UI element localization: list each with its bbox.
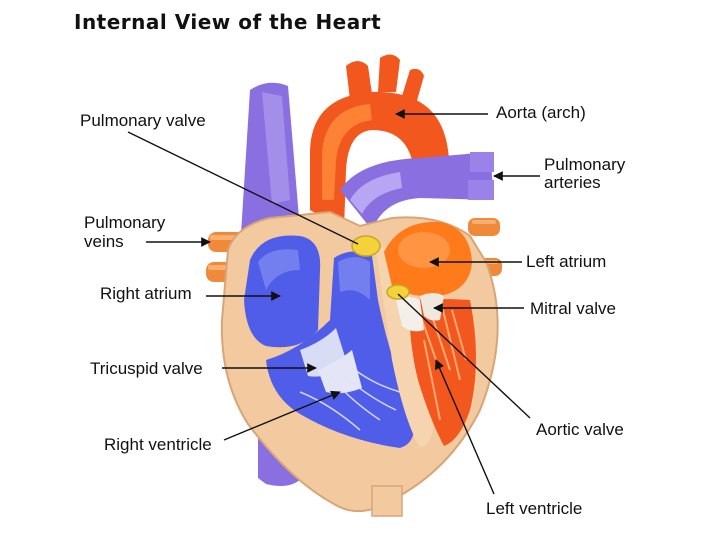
aortic-valve-shape	[386, 284, 410, 300]
label-left-atrium: Left atrium	[526, 252, 607, 271]
pulmonary-artery-branches	[340, 152, 494, 230]
label-aortic-valve: Aortic valve	[536, 420, 624, 439]
label-pulmonary-veins-1: Pulmonary	[84, 213, 166, 232]
label-pulmonary-arteries-2: arteries	[544, 173, 601, 192]
label-pulmonary-arteries-1: Pulmonary	[544, 155, 626, 174]
pulmonary-valve-pointer	[127, 131, 359, 245]
label-right-ventricle: Right ventricle	[104, 435, 212, 454]
label-right-atrium: Right atrium	[100, 284, 192, 303]
right-ventricle-pointer	[223, 390, 341, 441]
label-pulmonary-valve: Pulmonary valve	[80, 111, 206, 130]
mitral-leaflets	[396, 297, 424, 332]
label-tricuspid-valve: Tricuspid valve	[90, 359, 203, 378]
left-ventricle-pointer	[435, 359, 495, 495]
label-left-ventricle: Left ventricle	[486, 499, 583, 518]
label-mitral-valve: Mitral valve	[530, 299, 616, 318]
pulmonary-valve-shape	[351, 235, 381, 257]
label-pulmonary-veins-2: veins	[84, 232, 124, 251]
aortic-valve-pointer	[397, 293, 531, 419]
diagram-title: Internal View of the Heart	[74, 10, 382, 34]
label-aorta: Aorta (arch)	[496, 103, 586, 122]
